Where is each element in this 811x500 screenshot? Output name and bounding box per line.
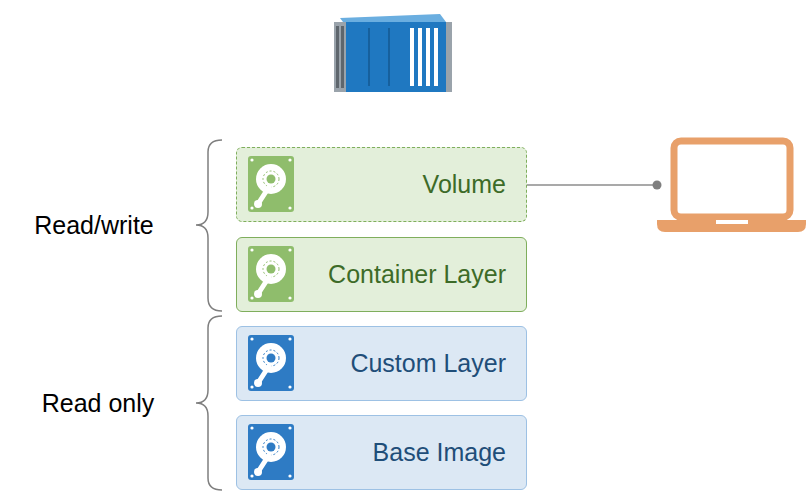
- disk-icon: [248, 156, 294, 212]
- box-label: Container Layer: [328, 260, 506, 289]
- leader-dot: [653, 181, 662, 190]
- disk-icon: [248, 246, 294, 302]
- bracket-label: Read/write: [34, 211, 154, 240]
- volume-box: Volume: [236, 147, 527, 222]
- brace: [196, 140, 222, 311]
- disk-icon: [248, 335, 294, 391]
- layer-box: Container Layer: [236, 237, 527, 312]
- laptop-icon: [657, 141, 806, 232]
- container-icon: [334, 14, 452, 92]
- brace: [196, 316, 222, 490]
- layer-box: Custom Layer: [236, 326, 527, 401]
- box-label: Base Image: [373, 438, 506, 467]
- box-label: Volume: [423, 170, 506, 199]
- disk-icon: [248, 424, 294, 480]
- leader-line: [527, 184, 657, 186]
- bracket-label: Read only: [42, 389, 155, 418]
- layer-box: Base Image: [236, 415, 527, 490]
- box-label: Custom Layer: [350, 349, 506, 378]
